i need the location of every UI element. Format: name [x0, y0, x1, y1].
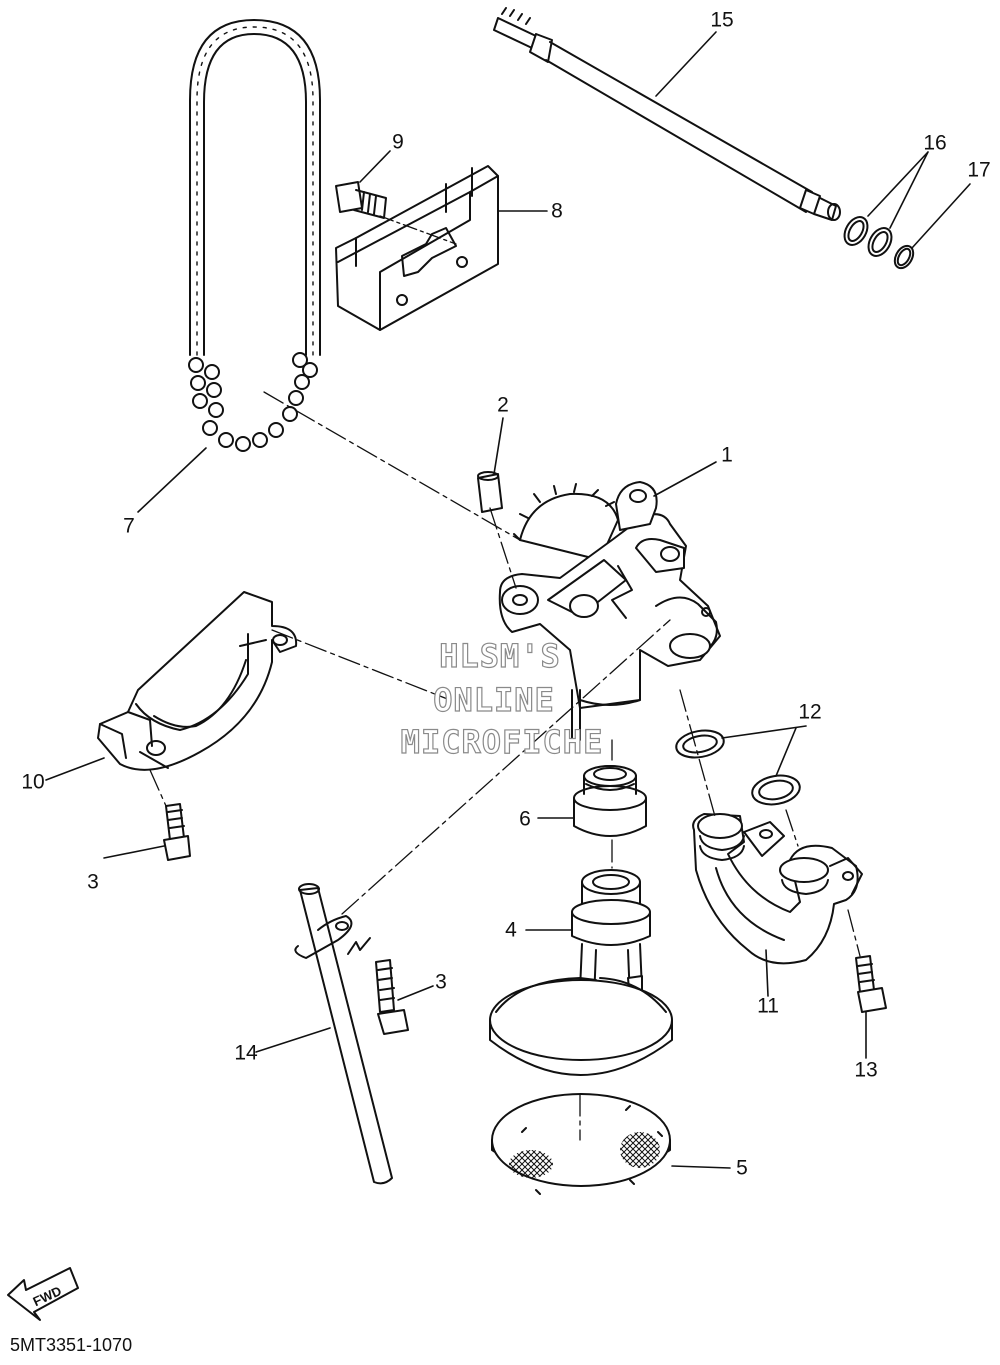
callout-2[interactable]: 2: [497, 393, 509, 417]
callout-1[interactable]: 1: [721, 443, 733, 467]
guide-bolt[interactable]: [335, 181, 457, 245]
oil-pump-assembly[interactable]: [498, 481, 721, 741]
leader-lines: [45, 31, 971, 1169]
callout-14[interactable]: 14: [234, 1041, 258, 1065]
o-rings[interactable]: [840, 213, 917, 271]
callout-13[interactable]: 13: [854, 1058, 878, 1082]
pipe-tube[interactable]: [294, 883, 393, 1185]
callout-10[interactable]: 10: [21, 770, 45, 794]
relief-valve-fitting[interactable]: [573, 765, 647, 837]
figure-code: 5MT3351-1070: [10, 1335, 133, 1355]
chain-guide[interactable]: [335, 165, 499, 331]
dowel-pin[interactable]: [477, 471, 503, 513]
callout-4[interactable]: 4: [505, 918, 517, 942]
fwd-arrow: FWD: [7, 1267, 79, 1321]
callout-15[interactable]: 15: [710, 8, 734, 32]
callout-3a[interactable]: 3: [87, 870, 99, 894]
callout-6[interactable]: 6: [519, 807, 531, 831]
callout-5[interactable]: 5: [736, 1156, 748, 1180]
callout-16[interactable]: 16: [923, 131, 947, 155]
watermark-line-1: HLSM'S: [439, 636, 561, 675]
bolt-right[interactable]: [855, 955, 887, 1013]
oil-pump-cover[interactable]: [97, 591, 298, 771]
callout-7[interactable]: 7: [123, 514, 135, 538]
watermark-line-2: ONLINE: [433, 680, 555, 719]
oil-delivery-pipe[interactable]: [493, 7, 841, 221]
drive-chain[interactable]: [188, 19, 321, 452]
alignment-lines: [149, 391, 861, 1141]
callout-8[interactable]: 8: [551, 199, 563, 223]
bolt-center[interactable]: [375, 959, 409, 1035]
callout-17[interactable]: 17: [967, 158, 991, 182]
gaskets[interactable]: [674, 727, 802, 808]
callout-12[interactable]: 12: [798, 700, 822, 724]
strainer-housing[interactable]: [489, 869, 673, 1076]
oil-pipe[interactable]: [692, 813, 863, 965]
strainer-screen[interactable]: [491, 1093, 671, 1195]
watermark-line-3: MICROFICHE: [400, 722, 604, 761]
bolt-left[interactable]: [163, 803, 191, 861]
callout-11[interactable]: 11: [757, 994, 779, 1018]
callout-9[interactable]: 9: [392, 130, 404, 154]
callout-3b[interactable]: 3: [435, 970, 447, 994]
